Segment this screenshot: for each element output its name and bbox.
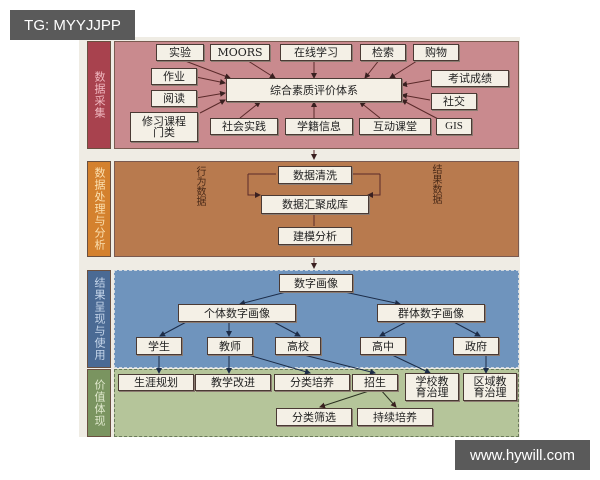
source-shopping: 购物: [413, 44, 459, 61]
value-career-planning: 生涯规划: [118, 374, 194, 391]
value-continuous-training: 持续培养: [357, 408, 433, 426]
step-modeling: 建模分析: [278, 227, 352, 245]
center-evaluation-system: 综合素质评价体系: [226, 78, 402, 102]
node-individual-portrait: 个体数字画像: [178, 304, 296, 322]
source-moors: MOORS: [210, 44, 270, 61]
source-exam-scores: 考试成绩: [431, 70, 509, 87]
section-label-collect: 数据采集: [87, 41, 111, 149]
node-student: 学生: [136, 337, 182, 355]
source-student-records: 学籍信息: [285, 118, 353, 135]
value-school-governance: 学校教 育治理: [405, 373, 459, 401]
node-high-school: 高中: [360, 337, 406, 355]
source-experiment: 实验: [156, 44, 204, 61]
node-university: 高校: [275, 337, 321, 355]
node-digital-portrait: 数字画像: [279, 274, 353, 292]
node-teacher: 教师: [207, 337, 253, 355]
section-label-value: 价值体现: [87, 369, 111, 437]
source-online-learning: 在线学习: [280, 44, 352, 61]
section-label-present: 结果呈现与使用: [87, 270, 111, 368]
source-social-practice: 社会实践: [210, 118, 278, 135]
value-admission: 招生: [352, 374, 398, 391]
value-tiered-screening: 分类筛选: [276, 408, 352, 426]
value-regional-governance: 区域教 育治理: [463, 373, 517, 401]
value-teaching-improvement: 教学改进: [195, 374, 271, 391]
note-behavior-data: 行为数据: [194, 166, 205, 206]
node-government: 政府: [453, 337, 499, 355]
step-data-cleaning: 数据清洗: [278, 166, 352, 184]
source-homework: 作业: [151, 68, 197, 85]
source-social: 社交: [431, 93, 477, 110]
note-result-data: 结果数据: [430, 164, 441, 204]
source-interactive-class: 互动课堂: [359, 118, 431, 135]
node-group-portrait: 群体数字画像: [377, 304, 485, 322]
watermark-bottom-right: www.hywill.com: [455, 440, 590, 470]
section-label-process: 数据处理与分析: [87, 161, 111, 257]
source-search: 检索: [360, 44, 406, 61]
source-gis: GIS: [436, 118, 472, 135]
watermark-top-left: TG: MYYJJPP: [10, 10, 135, 40]
source-reading: 阅读: [151, 90, 197, 107]
value-tiered-training: 分类培养: [274, 374, 350, 391]
step-data-aggregation: 数据汇聚成库: [261, 195, 369, 214]
source-courses: 修习课程 门类: [130, 112, 198, 142]
